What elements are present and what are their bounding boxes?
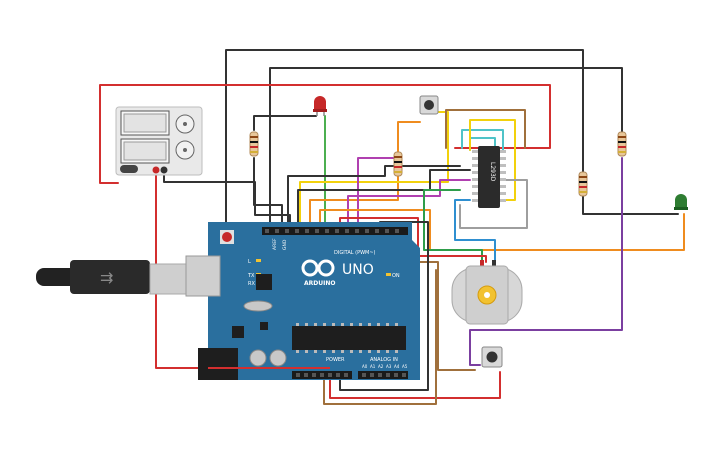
voltage-regulator: [232, 326, 244, 338]
power-supply-module[interactable]: [115, 106, 203, 176]
usb-port: [185, 255, 221, 297]
wire-brown-power[interactable]: [323, 269, 437, 405]
usb-cable[interactable]: ⇉: [36, 260, 187, 295]
board-name: UNO: [342, 262, 374, 278]
aref-label: AREF: [272, 238, 278, 250]
wire-magenta-1[interactable]: [357, 157, 399, 231]
a1-label: A1: [370, 364, 376, 369]
arduino-board[interactable]: AREF GND DIGITAL (PWM~) L TX RX UNO ARDU…: [185, 222, 420, 380]
wire-black-top-loop[interactable]: [225, 49, 584, 231]
analog-header-label: ANALOG IN: [370, 357, 398, 363]
wire-yellow-ic[interactable]: [469, 119, 516, 201]
rx-label: RX: [248, 281, 255, 287]
resistor-2[interactable]: [393, 151, 403, 177]
wire-cyan-1[interactable]: [461, 129, 504, 151]
wire-black-green-led[interactable]: [582, 191, 679, 215]
wire-purple[interactable]: [469, 157, 623, 366]
resistor-1[interactable]: [249, 131, 259, 157]
on-label: ON: [392, 273, 400, 279]
wire-brown-ic-top[interactable]: [445, 109, 526, 149]
a0-label: A0: [362, 364, 368, 369]
wire-red-motor[interactable]: [339, 217, 487, 263]
usb-icon: ⇉: [100, 268, 113, 287]
wire-gray-ic[interactable]: [459, 179, 528, 229]
wire-orange-button-top[interactable]: [309, 121, 421, 231]
led-green[interactable]: [674, 194, 688, 210]
driver-ic-label: L293D: [489, 162, 496, 182]
push-button-top[interactable]: [419, 95, 439, 115]
dc-motor[interactable]: [451, 260, 523, 325]
wire-black-ic-1[interactable]: [287, 165, 461, 231]
l-led-label: L: [248, 259, 251, 265]
push-button-bottom[interactable]: [481, 346, 503, 368]
wire-yellow[interactable]: [299, 111, 449, 231]
terminal-positive[interactable]: [152, 166, 160, 174]
wire-black-red-led[interactable]: [253, 115, 317, 131]
terminal-negative[interactable]: [160, 166, 168, 174]
a2-label: A2: [378, 364, 384, 369]
tx-label: TX: [247, 273, 255, 279]
digital-header-label: DIGITAL (PWM~): [334, 250, 376, 256]
led-red[interactable]: [313, 96, 327, 116]
resistor-3[interactable]: [578, 171, 588, 197]
resistor-4[interactable]: [617, 131, 627, 157]
power-header-label: POWER: [326, 357, 345, 363]
wire-black-r1-down[interactable]: [253, 157, 283, 231]
capacitor-1: [249, 349, 267, 367]
power-jack: [198, 348, 238, 380]
a4-label: A4: [394, 364, 400, 369]
wire-magenta-2[interactable]: [347, 179, 471, 231]
a5-label: A5: [402, 364, 408, 369]
wire-blue-motor[interactable]: [454, 199, 496, 263]
power-switch[interactable]: [120, 165, 138, 173]
analog-header: [358, 371, 408, 379]
a3-label: A3: [386, 364, 392, 369]
wires: [99, 49, 685, 405]
gnd-label: GND: [282, 239, 288, 250]
arduino-logo-icon: [301, 259, 335, 277]
wire-red-power[interactable]: [155, 171, 501, 399]
crystal: [243, 300, 273, 312]
capacitor-2: [269, 349, 287, 367]
usb-chip: [256, 274, 272, 290]
wire-green-motor[interactable]: [423, 189, 483, 263]
microcontroller: [292, 326, 406, 350]
board-brand: ARDUINO: [304, 280, 335, 287]
wire-orange-green-led[interactable]: [319, 209, 685, 251]
wire-black-second-loop[interactable]: [269, 67, 623, 231]
wire-red-top-loop[interactable]: [99, 84, 551, 184]
driver-ic[interactable]: L293D: [472, 146, 506, 208]
